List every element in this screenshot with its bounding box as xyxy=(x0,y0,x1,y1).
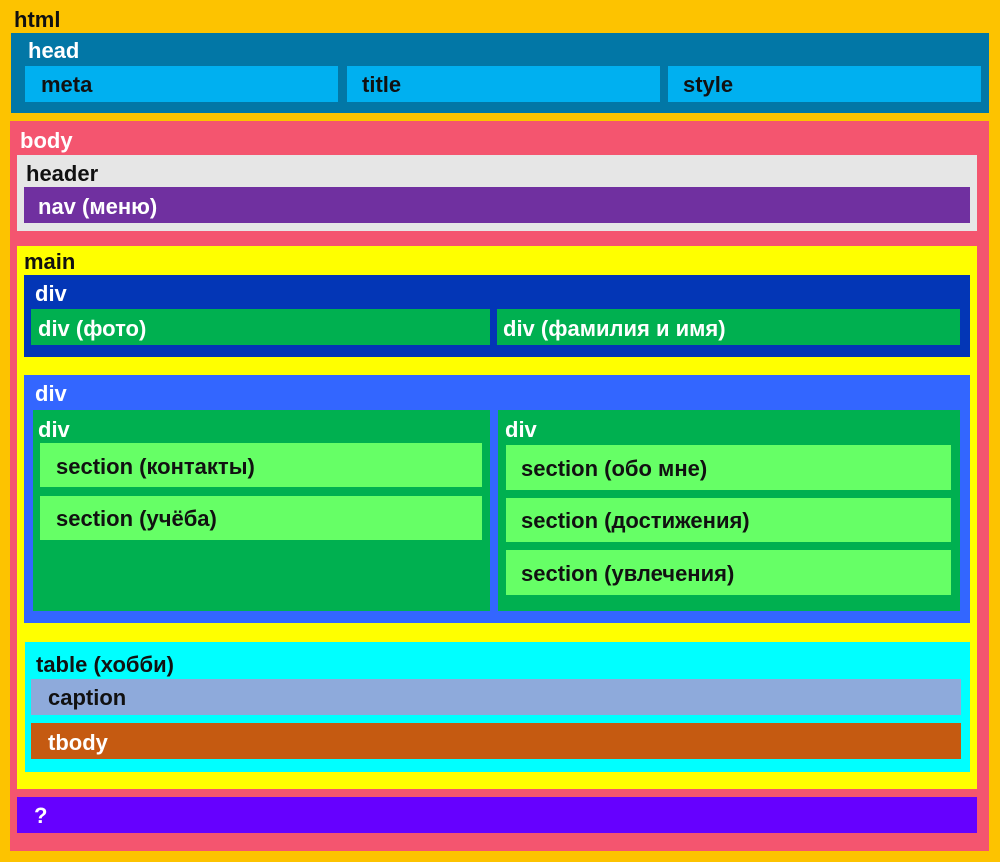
caption-label: caption xyxy=(48,685,127,710)
section-achievements-label: section (достижения) xyxy=(521,508,750,533)
section-contacts-block xyxy=(40,443,482,487)
footer-unknown-label: ? xyxy=(34,803,48,828)
section-study-block xyxy=(40,496,482,540)
div-name-block xyxy=(497,309,960,345)
div-left-label: div xyxy=(38,417,70,442)
table-label: table (хобби) xyxy=(36,652,174,677)
main-label: main xyxy=(24,249,76,274)
style-label: style xyxy=(683,72,734,97)
caption-block xyxy=(31,679,961,715)
section-contacts-label: section (контакты) xyxy=(56,454,255,479)
title-label: title xyxy=(362,72,402,97)
section-hobbies-label: section (увлечения) xyxy=(521,561,735,586)
section-achievements-block xyxy=(506,498,951,542)
head-label: head xyxy=(28,38,80,63)
div-top-label: div xyxy=(35,281,67,306)
tbody-block xyxy=(31,723,961,759)
section-study-label: section (учёба) xyxy=(56,506,217,531)
html-label: html xyxy=(14,7,61,32)
nav-block xyxy=(24,187,970,223)
div-mid-label: div xyxy=(35,381,67,406)
div-right-label: div xyxy=(505,417,537,442)
meta-block xyxy=(25,66,338,102)
footer-unknown-block xyxy=(17,797,977,833)
div-photo-label: div (фото) xyxy=(38,316,147,341)
meta-label: meta xyxy=(41,72,93,97)
section-about-label: section (обо мне) xyxy=(521,456,708,481)
div-name-label: div (фамилия и имя) xyxy=(503,316,726,341)
header-label: header xyxy=(26,161,99,186)
style-block xyxy=(668,66,981,102)
title-block xyxy=(347,66,660,102)
nav-label: nav (меню) xyxy=(38,194,158,219)
div-photo-block xyxy=(31,309,490,345)
section-hobbies-block xyxy=(506,550,951,595)
tbody-label: tbody xyxy=(48,730,108,755)
section-about-block xyxy=(506,445,951,490)
body-label: body xyxy=(20,128,73,153)
